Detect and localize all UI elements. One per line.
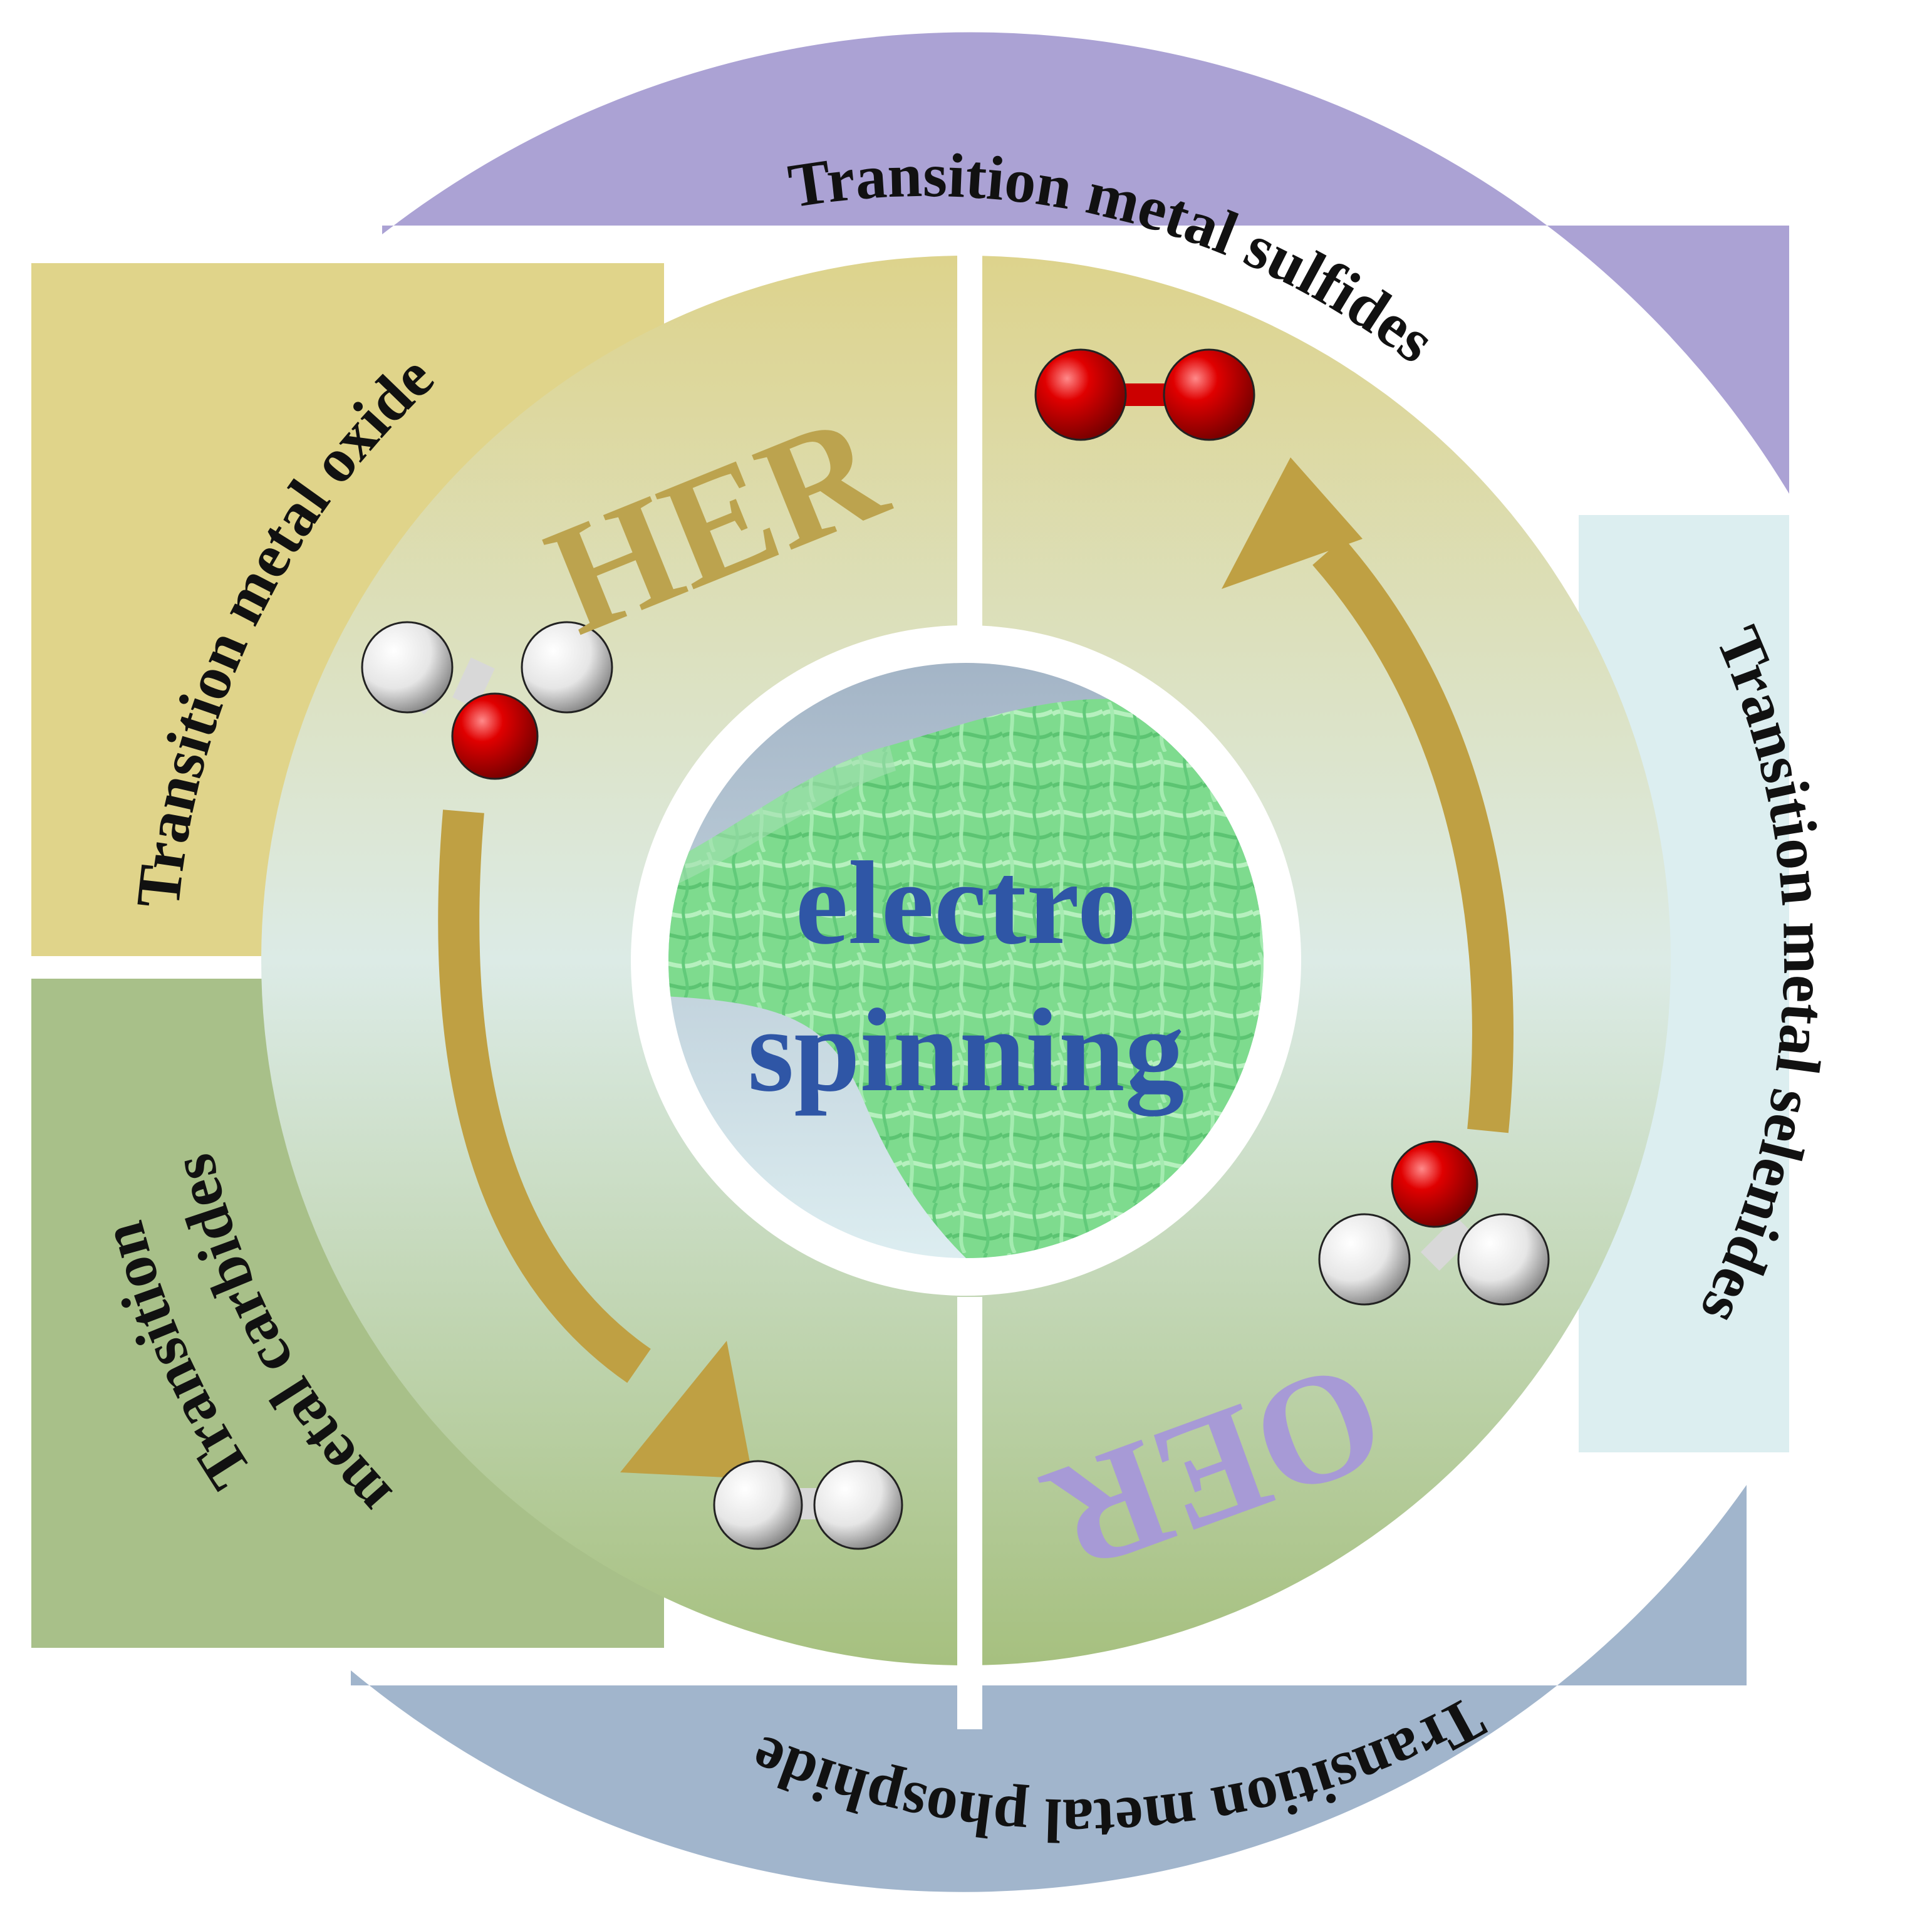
center-label-line1: electro <box>796 838 1137 969</box>
water-molecule-oer-icon <box>1318 1140 1550 1306</box>
oer-arrow <box>1222 457 1514 1133</box>
fiber-mat <box>668 699 1264 1258</box>
her-arrow <box>438 810 753 1479</box>
center-label-line2: spinning <box>747 985 1184 1117</box>
quadrant-dividers <box>957 238 982 1729</box>
segment-sulfides <box>382 32 1789 494</box>
segment-phosphide <box>351 1485 1747 1892</box>
electrospinning-image <box>668 663 1264 1258</box>
hydrogen-molecule-icon <box>713 1460 903 1550</box>
oxygen-molecule-icon <box>1034 348 1255 441</box>
water-molecule-her-icon <box>361 621 613 780</box>
